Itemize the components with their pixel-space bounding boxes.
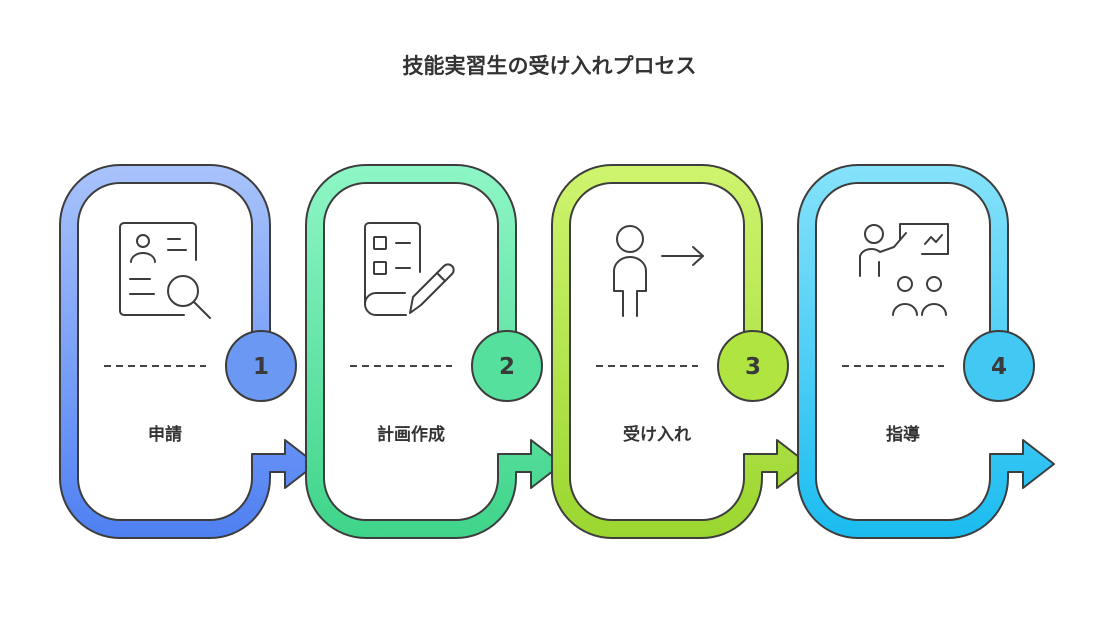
step-2: 2 計画作成 bbox=[305, 164, 563, 539]
step-2-band bbox=[305, 164, 563, 539]
step-1: 1 申請 bbox=[59, 164, 317, 539]
step-3-badge bbox=[717, 330, 789, 402]
person-arrow-icon bbox=[613, 225, 704, 317]
step-2-number: 2 bbox=[499, 354, 515, 380]
step-3-band bbox=[551, 164, 809, 539]
step-3: 3 受け入れ bbox=[551, 164, 809, 539]
step-2-label: 計画作成 bbox=[377, 424, 445, 445]
step-4-badge bbox=[963, 330, 1035, 402]
step-4-label: 指導 bbox=[886, 424, 920, 445]
page-title: 技能実習生の受け入れプロセス bbox=[402, 54, 697, 78]
step-3-number: 3 bbox=[745, 354, 761, 380]
step-1-band bbox=[59, 164, 317, 539]
step-1-label: 申請 bbox=[148, 424, 182, 445]
applicant-search-icon bbox=[119, 222, 211, 319]
step-4: 4 指導 bbox=[797, 164, 1055, 539]
step-4-number: 4 bbox=[991, 354, 1007, 380]
step-2-badge bbox=[471, 330, 543, 402]
step-1-badge bbox=[225, 330, 297, 402]
step-3-label: 受け入れ bbox=[623, 424, 691, 445]
step-1-number: 1 bbox=[253, 354, 269, 380]
teacher-presentation-icon bbox=[859, 223, 949, 316]
step-4-band bbox=[797, 164, 1055, 539]
checklist-pencil-icon bbox=[364, 222, 455, 316]
